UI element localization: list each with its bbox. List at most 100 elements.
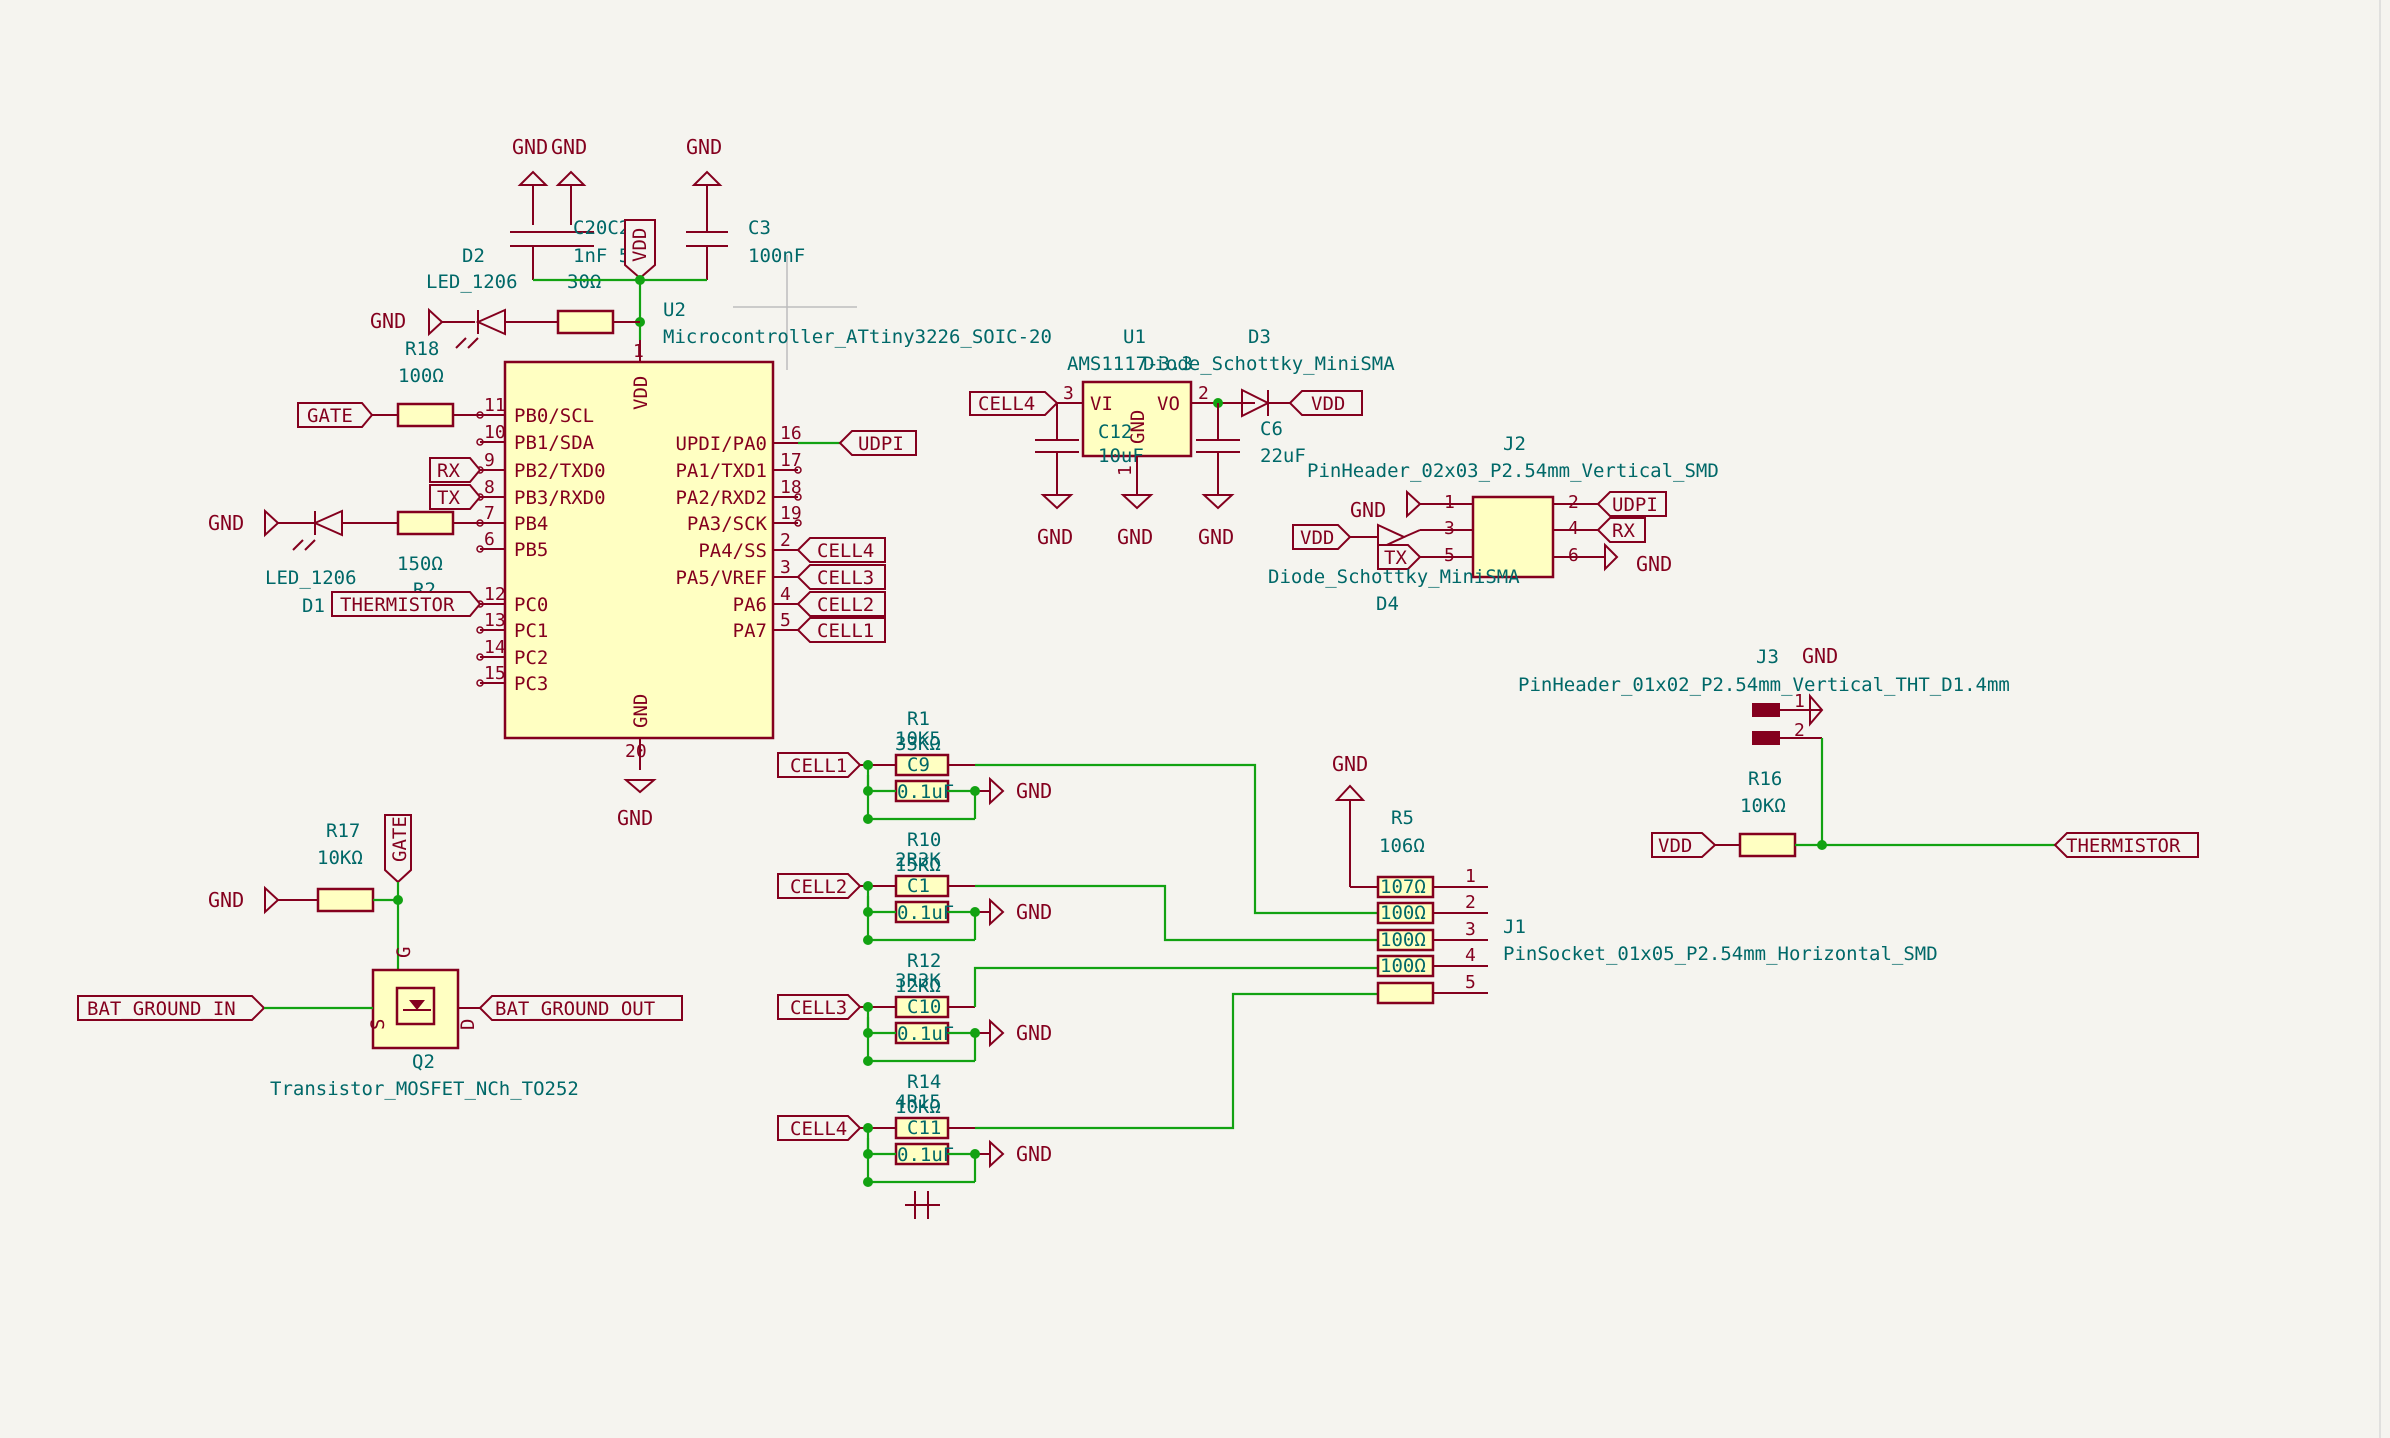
- junction: [863, 881, 873, 891]
- bat-ground-in-net-label: BAT_GROUND_IN: [87, 998, 236, 1020]
- gate-label-tag[interactable]: [384, 814, 412, 884]
- led-d2[interactable]: [455, 308, 558, 349]
- rx-label-tag[interactable]: [1596, 517, 1646, 543]
- bat-ground-out-label-tag[interactable]: [478, 995, 683, 1021]
- gnd-label: GND: [1016, 1021, 1052, 1045]
- u1-body[interactable]: [1081, 380, 1193, 458]
- thermistor-j3-group[interactable]: J3 GND PinHeader_01x02_P2.54mm_Vertical_…: [1518, 644, 2199, 858]
- tx-label-tag[interactable]: [429, 484, 482, 510]
- gnd-label: GND: [512, 135, 548, 159]
- gnd-label: GND: [551, 135, 587, 159]
- header-j2[interactable]: J2 PinHeader_02x03_P2.54mm_Vertical_SMD …: [1268, 433, 1719, 615]
- cell-label-tag[interactable]: [796, 617, 886, 643]
- gnd-symbol: [1201, 494, 1235, 510]
- gnd-symbol-right: [989, 1139, 1005, 1169]
- gnd-symbol-right: [1604, 542, 1619, 572]
- cell-label-tag[interactable]: [777, 994, 862, 1020]
- capacitor-c3[interactable]: [686, 231, 728, 280]
- gnd-symbol-left: [264, 508, 280, 538]
- ref-d1: D1: [302, 595, 325, 617]
- resistor-r18[interactable]: [556, 309, 615, 335]
- microcontroller-u2[interactable]: U2 Microcontroller_ATtiny3226_SOIC-20 1 …: [476, 299, 1052, 830]
- value-capacitor: 0.1uF: [897, 781, 954, 803]
- mosfet-q2[interactable]: GATE R17 10KΩ GND G S D BAT_GROUND_IN BA…: [77, 814, 683, 1100]
- pin-name-gnd: GND: [630, 694, 652, 728]
- vdd-label-tag[interactable]: [1288, 390, 1363, 416]
- pin-number: 11: [484, 395, 506, 416]
- left-nets-group[interactable]: GATE RX TX GND LED_1206 150Ω R2 D1 THERM…: [208, 402, 482, 617]
- thermistor-label-tag[interactable]: [331, 591, 482, 617]
- udpi-label-tag[interactable]: [838, 430, 917, 456]
- led-d1[interactable]: [292, 509, 343, 551]
- pin-number: 1: [1115, 465, 1136, 476]
- tx-label-tag[interactable]: [1377, 544, 1422, 570]
- cell-net-label: CELL3: [790, 997, 847, 1019]
- pin-number: 14: [484, 637, 506, 658]
- resistor-r2[interactable]: [396, 510, 455, 536]
- j3-pin1[interactable]: [1752, 703, 1780, 717]
- gnd-symbol-right: [989, 1018, 1005, 1048]
- vdd-label-tag[interactable]: [1651, 832, 1717, 858]
- gnd-symbol-right: [989, 897, 1005, 927]
- gnd-label: GND: [208, 888, 244, 912]
- vdd-label-tag[interactable]: [1292, 524, 1352, 550]
- ref-d4: D4: [1376, 593, 1399, 615]
- gate-label-tag[interactable]: [297, 402, 374, 428]
- rx-label-tag[interactable]: [429, 457, 482, 483]
- pin-number: 3: [1063, 383, 1074, 404]
- j3-pin2[interactable]: [1752, 731, 1780, 745]
- cell-label-tag[interactable]: [777, 873, 862, 899]
- gnd-symbol: [517, 170, 723, 232]
- gnd-symbol: [623, 779, 657, 794]
- j1-pin-body[interactable]: [1376, 981, 1435, 1005]
- gnd-label: GND: [1117, 525, 1153, 549]
- cell-label-tag[interactable]: [777, 1115, 862, 1141]
- ref-r18: R18: [405, 338, 439, 360]
- value-d2: LED_1206: [426, 271, 518, 293]
- value-resistor: 107Ω: [1380, 876, 1426, 898]
- pin-number: 2: [1465, 892, 1476, 913]
- cell-label-tag[interactable]: [796, 564, 886, 590]
- cell-net-label: CELL2: [817, 594, 874, 616]
- ref-r16: R16: [1748, 768, 1782, 790]
- resistor-r-gate[interactable]: [396, 402, 455, 428]
- capacitor-c2[interactable]: [510, 231, 594, 280]
- pin-name: PB1/SDA: [514, 432, 595, 454]
- value-j1: PinSocket_01x05_P2.54mm_Horizontal_SMD: [1503, 943, 1938, 965]
- gnd-symbol: [1120, 494, 1154, 510]
- resistor-r16[interactable]: [1738, 832, 1797, 858]
- pin-number: 6: [484, 529, 495, 550]
- u2-body[interactable]: [503, 360, 775, 740]
- value-r18: 100Ω: [398, 365, 444, 387]
- gnd-label: GND: [1016, 900, 1052, 924]
- gnd-label: GND: [617, 806, 653, 830]
- top-decoupling-group[interactable]: GND GND GND C20C2 1nF 5nF 30Ω C3 100nF V…: [370, 135, 857, 387]
- cell4-label-tag[interactable]: [969, 391, 1059, 416]
- value-c6: 22uF: [1260, 445, 1306, 467]
- udpi-label-tag[interactable]: [1596, 491, 1667, 517]
- gnd-label: GND: [1037, 525, 1073, 549]
- pin-name: PA1/TXD1: [675, 460, 767, 482]
- cell-label-tag[interactable]: [777, 752, 862, 778]
- j2-body[interactable]: [1471, 495, 1555, 579]
- thermistor-label-tag[interactable]: [2053, 832, 2199, 858]
- cell-label-tag[interactable]: [796, 537, 886, 563]
- bat-ground-in-label-tag[interactable]: [77, 995, 266, 1021]
- vdd-label-tag[interactable]: [624, 219, 656, 280]
- regulator-u1[interactable]: U1 AMS1117-3.3 D3 Diode_Schottky_MiniSMA…: [969, 326, 1395, 549]
- cell-label-tag[interactable]: [796, 591, 886, 617]
- resistor-r17[interactable]: [316, 887, 375, 913]
- vdd-net-label: VDD: [629, 228, 651, 262]
- value-resistor: 100Ω: [1380, 902, 1426, 924]
- ref-capacitor: C1: [907, 875, 930, 897]
- value-r17: 10KΩ: [317, 847, 363, 869]
